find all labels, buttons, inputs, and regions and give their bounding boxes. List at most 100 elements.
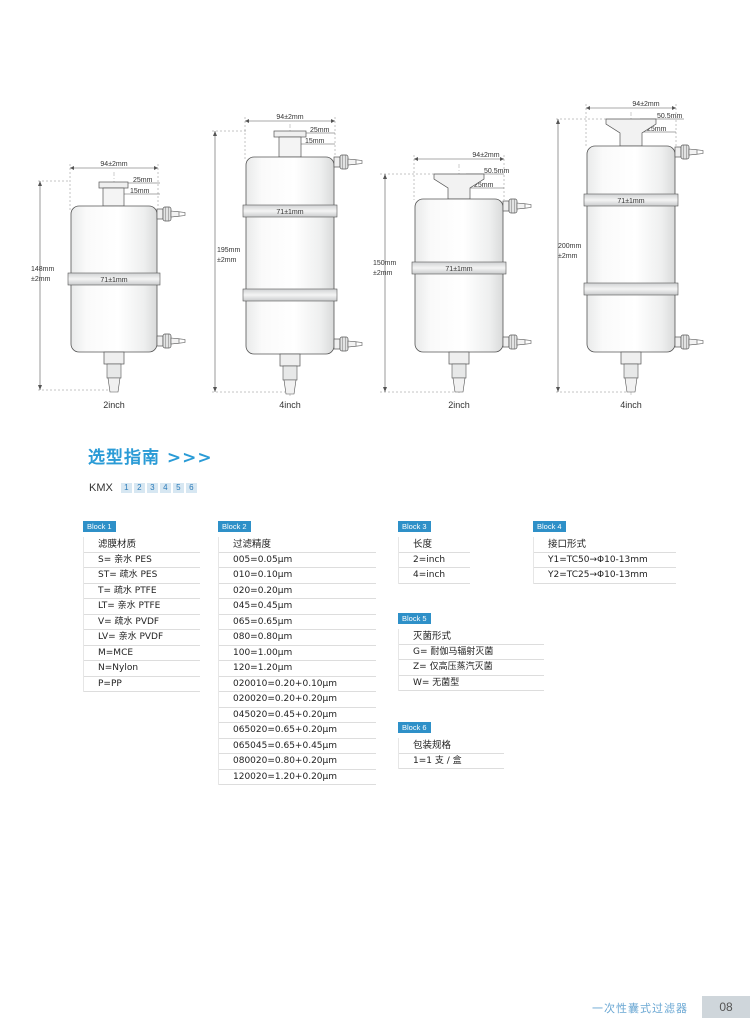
block-6-list: 包装规格 1=1 支 / 盒 — [398, 738, 504, 769]
block-2-tag: Block 2 — [218, 521, 251, 532]
d3-height-label: 150mm — [373, 260, 397, 267]
block-1-tag: Block 1 — [83, 521, 116, 532]
diagram-4: 94±2mm 50.5mm 25mm 200mm ±2mm 71±1mm 4in… — [556, 101, 704, 410]
block-4-option: Y2=TC25→Φ10-13mm — [534, 568, 676, 584]
model-box-4: 4 — [159, 483, 171, 493]
block-5-option: Z= 仅高压蒸汽灭菌 — [399, 660, 544, 676]
d4-height-tol: ±2mm — [558, 253, 578, 260]
d1-flange-label: 25mm — [133, 177, 153, 184]
d3-width-label: 94±2mm — [472, 152, 499, 159]
block-2-option: 020=0.20μm — [219, 584, 376, 599]
block-2-option: 065045=0.65+0.45μm — [219, 739, 376, 754]
d4-width-label: 94±2mm — [632, 101, 659, 108]
model-box-6: 6 — [185, 483, 197, 493]
d1-caption: 2inch — [103, 400, 125, 410]
block-5-list: 灭菌形式 G= 耐伽马辐射灭菌 Z= 仅高压蒸汽灭菌 W= 无菌型 — [398, 629, 544, 691]
d2-width-label: 94±2mm — [276, 114, 303, 121]
block-2-option: 020010=0.20+0.10μm — [219, 677, 376, 692]
diagram-1: 94±2mm 25mm 15mm 148mm ±2mm 71±1mm 2inch — [31, 161, 186, 410]
block-6-option: 1=1 支 / 盒 — [399, 754, 504, 769]
d2-caption: 4inch — [279, 400, 301, 410]
model-box-3: 3 — [146, 483, 158, 493]
block-2: Block 2 过滤精度 005=0.05μm 010=0.10μm 020=0… — [218, 514, 376, 785]
block-3-option: 4=inch — [399, 568, 470, 584]
block-2-option: 120020=1.20+0.20μm — [219, 770, 376, 785]
page-footer: 一次性囊式过滤器 08 — [0, 996, 750, 1018]
block-3-option: 2=inch — [399, 553, 470, 568]
block-1-option: T= 疏水 PTFE — [84, 584, 200, 599]
d2-neck-label: 15mm — [305, 138, 325, 145]
d3-flange-label: 50.5mm — [484, 168, 509, 175]
block-2-list: 过滤精度 005=0.05μm 010=0.10μm 020=0.20μm 04… — [218, 537, 376, 785]
block-5-option: G= 耐伽马辐射灭菌 — [399, 645, 544, 660]
block-3-heading: 长度 — [399, 537, 470, 553]
block-2-option: 065020=0.65+0.20μm — [219, 723, 376, 739]
d4-neck-label: 25mm — [647, 126, 667, 133]
block-4: Block 4 接口形式 Y1=TC50→Φ10-13mm Y2=TC25→Φ1… — [533, 514, 676, 584]
block-4-heading: 接口形式 — [534, 537, 676, 553]
block-2-option: 120=1.20μm — [219, 661, 376, 677]
d2-height-tol: ±2mm — [217, 257, 237, 264]
d2-band-label: 71±1mm — [276, 209, 303, 216]
block-1-option: P=PP — [84, 677, 200, 692]
diagram-2: 94±2mm 25mm 15mm 195mm ±2mm 71±1mm 4inch — [212, 114, 363, 410]
block-3: Block 3 长度 2=inch 4=inch — [398, 514, 470, 584]
d1-neck-label: 15mm — [130, 188, 150, 195]
block-1-option: LT= 亲水 PTFE — [84, 599, 200, 615]
block-1-option: LV= 亲水 PVDF — [84, 630, 200, 646]
block-2-option: 005=0.05μm — [219, 553, 376, 568]
d2-flange-label: 25mm — [310, 127, 330, 134]
block-2-option: 010=0.10μm — [219, 568, 376, 584]
block-2-option: 045020=0.45+0.20μm — [219, 708, 376, 723]
block-6: Block 6 包装规格 1=1 支 / 盒 — [398, 715, 504, 769]
block-2-option: 080020=0.80+0.20μm — [219, 754, 376, 770]
model-prefix: KMX — [89, 482, 113, 494]
block-4-list: 接口形式 Y1=TC50→Φ10-13mm Y2=TC25→Φ10-13mm — [533, 537, 676, 584]
d3-height-tol: ±2mm — [373, 270, 393, 277]
block-2-option: 080=0.80μm — [219, 630, 376, 646]
capsule-filter-drawings: 94±2mm 25mm 15mm 148mm ±2mm 71±1mm 2inch… — [31, 101, 704, 410]
block-1-option: N=Nylon — [84, 661, 200, 677]
model-code-row: KMX 1 2 3 4 5 6 — [89, 482, 197, 494]
block-1-option: M=MCE — [84, 646, 200, 661]
model-box-2: 2 — [133, 483, 145, 493]
block-2-heading: 过滤精度 — [219, 537, 376, 553]
block-3-list: 长度 2=inch 4=inch — [398, 537, 470, 584]
d3-neck-label: 25mm — [474, 182, 494, 189]
d2-height-label: 195mm — [217, 247, 241, 254]
block-1-option: V= 疏水 PVDF — [84, 615, 200, 630]
d4-flange-label: 50.5mm — [657, 113, 682, 120]
block-1-option: S= 亲水 PES — [84, 553, 200, 568]
block-2-option: 065=0.65μm — [219, 615, 376, 630]
selection-guide-title: 选型指南 >>> — [88, 448, 213, 468]
block-6-heading: 包装规格 — [399, 738, 504, 754]
block-2-option: 045=0.45μm — [219, 599, 376, 615]
d1-height-tol: ±2mm — [31, 276, 51, 283]
d4-height-label: 200mm — [558, 243, 582, 250]
block-5-option: W= 无菌型 — [399, 676, 544, 691]
block-5: Block 5 灭菌形式 G= 耐伽马辐射灭菌 Z= 仅高压蒸汽灭菌 W= 无菌… — [398, 606, 544, 691]
block-5-tag: Block 5 — [398, 613, 431, 624]
d4-band-label: 71±1mm — [617, 198, 644, 205]
block-4-option: Y1=TC50→Φ10-13mm — [534, 553, 676, 568]
page-number: 08 — [702, 996, 750, 1018]
block-5-heading: 灭菌形式 — [399, 629, 544, 645]
d1-height-label: 148mm — [31, 266, 55, 273]
block-1: Block 1 滤膜材质 S= 亲水 PES ST= 疏水 PES T= 疏水 … — [83, 514, 200, 692]
d1-width-label: 94±2mm — [100, 161, 127, 168]
block-2-option: 020020=0.20+0.20μm — [219, 692, 376, 708]
diagram-3: 94±2mm 50.5mm 25mm 150mm ±2mm 71±1mm 2in… — [373, 152, 532, 410]
block-1-list: 滤膜材质 S= 亲水 PES ST= 疏水 PES T= 疏水 PTFE LT=… — [83, 537, 200, 692]
model-box-5: 5 — [172, 483, 184, 493]
d1-band-label: 71±1mm — [100, 277, 127, 284]
block-3-tag: Block 3 — [398, 521, 431, 532]
d3-caption: 2inch — [448, 400, 470, 410]
d3-band-label: 71±1mm — [445, 266, 472, 273]
footer-title: 一次性囊式过滤器 — [592, 1002, 688, 1015]
block-1-heading: 滤膜材质 — [84, 537, 200, 553]
block-6-tag: Block 6 — [398, 722, 431, 733]
block-4-tag: Block 4 — [533, 521, 566, 532]
block-2-option: 100=1.00μm — [219, 646, 376, 661]
model-box-1: 1 — [120, 483, 132, 493]
block-1-option: ST= 疏水 PES — [84, 568, 200, 584]
